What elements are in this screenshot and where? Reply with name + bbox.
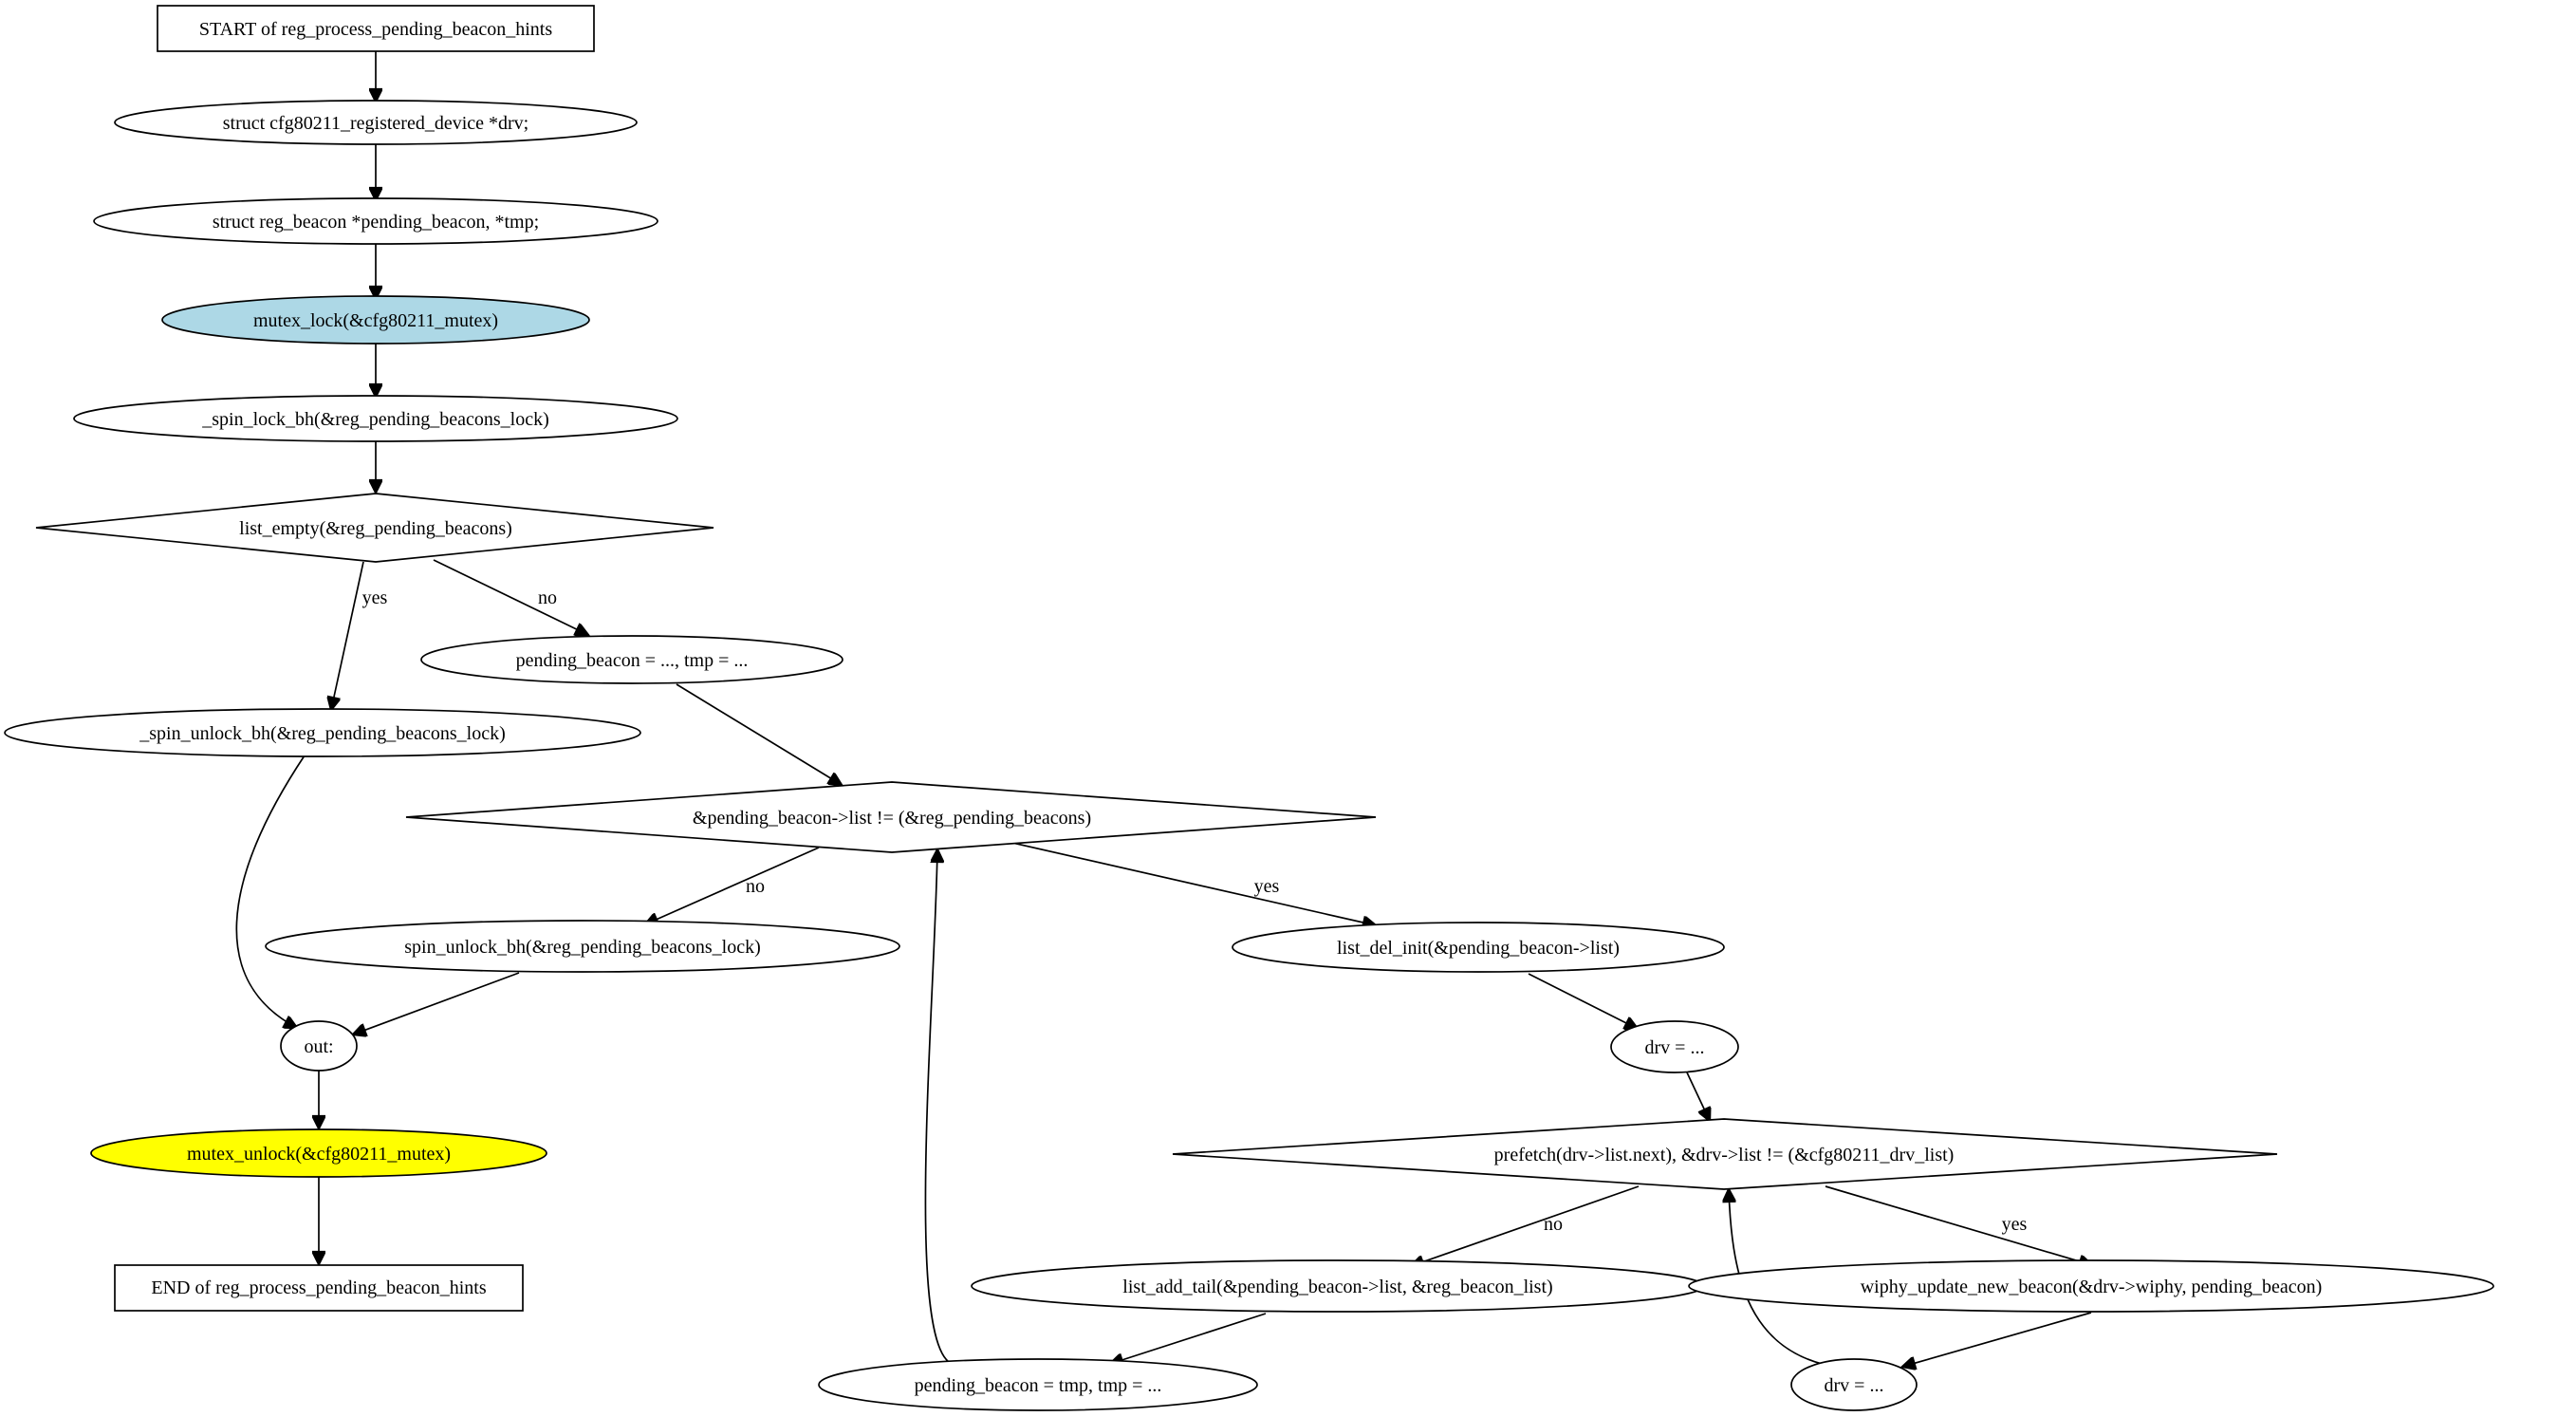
node-out-label: out: xyxy=(304,1036,333,1057)
node-end-label: END of reg_process_pending_beacon_hints xyxy=(151,1277,486,1298)
node-spin-lock-label: _spin_lock_bh(&reg_pending_beacons_lock) xyxy=(201,409,548,430)
node-loop-cond-label: &pending_beacon->list != (&reg_pending_b… xyxy=(693,808,1091,829)
node-wiphy-update: wiphy_update_new_beacon(&drv->wiphy, pen… xyxy=(1688,1259,2494,1313)
node-list-del: list_del_init(&pending_beacon->list) xyxy=(1232,922,1725,973)
node-spin-lock: _spin_lock_bh(&reg_pending_beacons_lock) xyxy=(73,395,678,442)
node-mutex-unlock: mutex_unlock(&cfg80211_mutex) xyxy=(90,1128,547,1178)
edge-wiphy-to-drv-next xyxy=(1902,1312,2092,1367)
node-drv-decl-label: struct cfg80211_registered_device *drv; xyxy=(223,113,528,134)
node-out: out: xyxy=(280,1020,358,1072)
node-prefetch-cond: prefetch(drv->list.next), &drv->list != … xyxy=(1172,1118,2278,1190)
edge-spin-unlock-b-to-out xyxy=(353,972,520,1035)
edge-spin-unlock-a-to-out xyxy=(235,755,306,1028)
node-pending-init: pending_beacon = ..., tmp = ... xyxy=(420,635,843,684)
label-loop-cond-yes: yes xyxy=(1254,876,1280,897)
node-list-add-tail-label: list_add_tail(&pending_beacon->list, &re… xyxy=(1122,1277,1552,1297)
node-mutex-lock-label: mutex_lock(&cfg80211_mutex) xyxy=(253,310,498,331)
node-drv-init: drv = ... xyxy=(1610,1020,1739,1073)
edge-prefetch-yes xyxy=(1825,1185,2092,1265)
edge-loop-cond-no xyxy=(645,847,820,924)
node-drv-init-label: drv = ... xyxy=(1645,1037,1705,1058)
label-prefetch-no: no xyxy=(1544,1214,1563,1235)
node-loop-cond: &pending_beacon->list != (&reg_pending_b… xyxy=(405,781,1377,853)
edge-list-empty-no xyxy=(433,559,588,635)
node-drv-next: drv = ... xyxy=(1790,1358,1918,1411)
node-drv-decl: struct cfg80211_registered_device *drv; xyxy=(114,100,638,145)
edge-pending-init-to-loop-cond xyxy=(676,683,842,785)
node-list-empty-label: list_empty(&reg_pending_beacons) xyxy=(239,518,512,539)
node-list-add-tail: list_add_tail(&pending_beacon->list, &re… xyxy=(971,1259,1705,1313)
label-list-empty-no: no xyxy=(538,587,557,608)
node-wiphy-update-label: wiphy_update_new_beacon(&drv->wiphy, pen… xyxy=(1861,1277,2323,1297)
node-drv-next-label: drv = ... xyxy=(1825,1375,1884,1396)
node-mutex-unlock-label: mutex_unlock(&cfg80211_mutex) xyxy=(187,1144,451,1165)
node-pending-next: pending_beacon = tmp, tmp = ... xyxy=(818,1358,1258,1411)
node-end: END of reg_process_pending_beacon_hints xyxy=(114,1264,524,1312)
node-spin-unlock-a: _spin_unlock_bh(&reg_pending_beacons_loc… xyxy=(4,708,641,757)
edge-list-empty-yes xyxy=(331,561,364,710)
node-list-empty: list_empty(&reg_pending_beacons) xyxy=(35,493,714,563)
node-prefetch-cond-label: prefetch(drv->list.next), &drv->list != … xyxy=(1494,1145,1955,1165)
node-spin-unlock-b-label: spin_unlock_bh(&reg_pending_beacons_lock… xyxy=(404,937,760,958)
node-spin-unlock-b: spin_unlock_bh(&reg_pending_beacons_lock… xyxy=(265,920,900,973)
node-mutex-lock: mutex_lock(&cfg80211_mutex) xyxy=(161,295,590,345)
edge-loop-cond-yes xyxy=(1011,842,1376,925)
edge-list-add-tail-to-pending-next xyxy=(1110,1313,1267,1364)
edge-drv-init-to-prefetch xyxy=(1686,1072,1710,1121)
label-list-empty-yes: yes xyxy=(362,587,388,608)
node-pending-init-label: pending_beacon = ..., tmp = ... xyxy=(516,650,749,671)
node-beacon-decl: struct reg_beacon *pending_beacon, *tmp; xyxy=(93,197,658,245)
node-beacon-decl-label: struct reg_beacon *pending_beacon, *tmp; xyxy=(213,212,539,233)
node-start-label: START of reg_process_pending_beacon_hint… xyxy=(199,19,553,40)
node-spin-unlock-a-label: _spin_unlock_bh(&reg_pending_beacons_loc… xyxy=(139,723,505,744)
label-loop-cond-no: no xyxy=(746,876,765,897)
edge-list-del-to-drv-init xyxy=(1528,973,1638,1029)
label-prefetch-yes: yes xyxy=(2002,1214,2028,1235)
edge-prefetch-no xyxy=(1411,1185,1640,1266)
node-list-del-label: list_del_init(&pending_beacon->list) xyxy=(1337,938,1620,959)
edge-pending-next-back-to-loop-cond xyxy=(924,849,950,1363)
node-pending-next-label: pending_beacon = tmp, tmp = ... xyxy=(915,1375,1162,1396)
node-start: START of reg_process_pending_beacon_hint… xyxy=(157,5,595,52)
